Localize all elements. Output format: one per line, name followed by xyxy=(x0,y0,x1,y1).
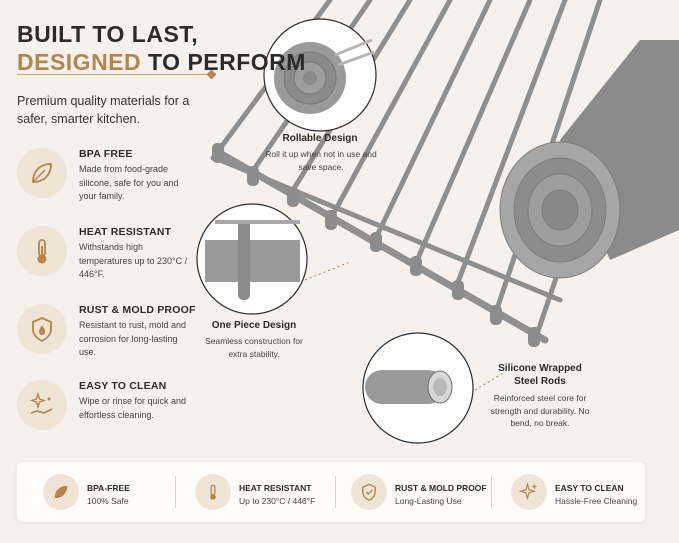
bottom-feature-bar: BPA-FREE 100% Safe HEAT RESISTANT Up to … xyxy=(17,462,645,522)
silicone-title-line2: Steel Rods xyxy=(514,376,566,387)
shield-check-icon xyxy=(351,474,387,510)
feature-title: BPA FREE xyxy=(79,148,133,160)
bottom-separator xyxy=(175,476,176,508)
leaf-icon xyxy=(43,474,79,510)
bottom-item-title: HEAT RESISTANT xyxy=(239,483,312,493)
rack-rail xyxy=(212,143,549,347)
feature-title: HEAT RESISTANT xyxy=(79,226,172,238)
bottom-separator xyxy=(335,476,336,508)
one-piece-detail-circle xyxy=(196,203,308,315)
rollable-title: Rollable Design xyxy=(282,133,358,144)
droplet-shield-icon xyxy=(17,304,67,354)
thermometer-icon xyxy=(17,226,67,276)
silicone-title-line1: Silicone Wrapped xyxy=(498,363,582,374)
rolled-rack xyxy=(499,40,679,279)
steel-rod-detail-circle xyxy=(362,332,474,444)
feature-desc: Made from food-grade silicone, safe for … xyxy=(79,164,179,201)
intro-text: Premium quality materials for a safer, s… xyxy=(17,94,190,126)
headline-divider xyxy=(17,74,213,75)
feature-desc: Wipe or rinse for quick and effortless c… xyxy=(79,396,187,420)
rollable-detail-circle xyxy=(263,18,377,132)
bottom-item-sub: Long-Lasting Use xyxy=(395,496,462,506)
feature-title: EASY TO CLEAN xyxy=(79,380,167,392)
leaf-icon xyxy=(17,148,67,198)
headline-accent: DESIGNED xyxy=(17,49,142,75)
headline-line2: DESIGNED TO PERFORM xyxy=(17,48,306,76)
headline: BUILT TO LAST, DESIGNED TO PERFORM xyxy=(17,20,306,76)
one-piece-title: One Piece Design xyxy=(211,320,297,331)
silicone-desc: Reinforced steel core for strength and d… xyxy=(490,393,590,428)
feature-desc: Resistant to rust, mold and corrosion fo… xyxy=(79,320,187,357)
bottom-item-title: EASY TO CLEAN xyxy=(555,483,624,493)
feature-title: RUST & MOLD PROOF xyxy=(79,304,196,316)
bottom-item-title: BPA-FREE xyxy=(87,483,130,493)
feature-desc: Withstands high temperatures up to 230°C… xyxy=(79,242,188,279)
bottom-item-sub: Hassle-Free Cleaning xyxy=(555,496,638,506)
one-piece-desc: Seamless construction for extra stabilit… xyxy=(205,336,303,359)
thermometer-icon xyxy=(195,474,231,510)
bottom-item-title: RUST & MOLD PROOF xyxy=(395,483,487,493)
bottom-separator xyxy=(491,476,492,508)
rollable-desc: Roll it up when not in use and save spac… xyxy=(265,149,377,172)
silicone-title: Silicone Wrapped Steel Rods xyxy=(482,362,598,388)
headline-rest: TO PERFORM xyxy=(148,49,306,75)
sparkle-icon xyxy=(511,474,547,510)
bottom-item-sub: Up to 230°C / 446°F xyxy=(239,496,316,506)
bottom-item-sub: 100% Safe xyxy=(87,496,129,506)
sparkle-hand-icon xyxy=(17,380,67,430)
headline-line1: BUILT TO LAST, xyxy=(17,21,199,47)
